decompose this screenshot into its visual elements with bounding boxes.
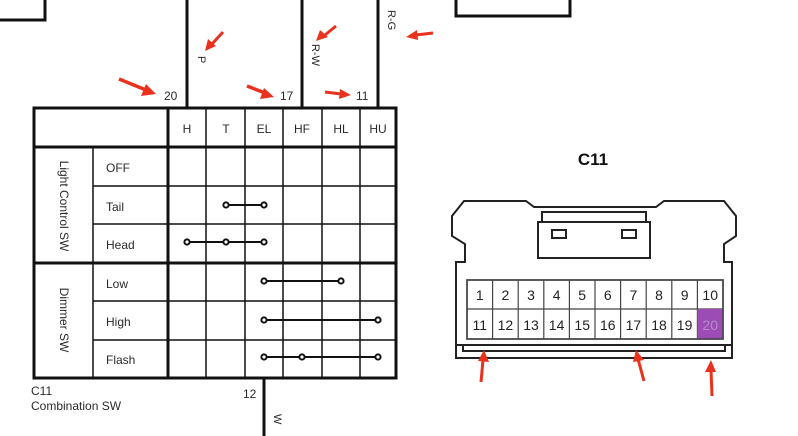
- connector-pin-10: 10: [702, 287, 718, 303]
- column-hl: HL: [333, 122, 349, 136]
- connector-pin-20: 20: [702, 317, 718, 333]
- caption-name: Combination SW: [31, 399, 122, 413]
- arrow-icon: [246, 84, 274, 99]
- connector-pin-12: 12: [498, 317, 514, 333]
- column-h: H: [183, 122, 192, 136]
- arrow-icon: [633, 350, 646, 382]
- wire-color-rw: R-W: [309, 44, 321, 67]
- pin-label-11: 11: [356, 89, 369, 103]
- connector-pin-9: 9: [681, 287, 689, 303]
- partial-box-left: [0, 0, 47, 22]
- connector-pin-7: 7: [630, 287, 638, 303]
- wire-color-w: W: [271, 414, 283, 425]
- connector-outline: [451, 200, 737, 359]
- column-el: EL: [257, 122, 272, 136]
- continuity-marks: [183, 201, 382, 361]
- column-hu: HU: [369, 122, 386, 136]
- connector-pin-4: 4: [553, 287, 561, 303]
- connector-pin-1: 1: [476, 287, 484, 303]
- row-tail: Tail: [106, 200, 124, 214]
- row-high: High: [106, 315, 131, 329]
- partial-box-right: [454, 0, 572, 18]
- connector-pin-19: 19: [677, 317, 693, 333]
- arrow-icon: [205, 30, 225, 51]
- pin-label-17: 17: [280, 89, 294, 103]
- connector-title: C11: [578, 150, 608, 169]
- group-light-control: Light Control SW: [57, 161, 71, 252]
- connector-pin-18: 18: [651, 317, 667, 333]
- connector-pin-16: 16: [600, 317, 616, 333]
- arrow-icon: [406, 30, 434, 40]
- row-low: Low: [106, 277, 128, 291]
- row-head: Head: [106, 238, 135, 252]
- connector-pin-17: 17: [626, 317, 642, 333]
- column-t: T: [222, 122, 230, 136]
- pin-highlight: [697, 309, 723, 339]
- arrow-icon: [478, 350, 489, 383]
- row-off: OFF: [106, 161, 130, 175]
- arrows: [118, 24, 716, 397]
- arrow-icon: [118, 77, 156, 96]
- caption-code: C11: [31, 384, 52, 398]
- connector-pin-14: 14: [549, 317, 565, 333]
- column-hf: HF: [294, 122, 310, 136]
- wire-color-p: P: [195, 56, 207, 63]
- arrow-icon: [316, 24, 337, 41]
- arrow-icon: [324, 89, 351, 99]
- connector-pin-13: 13: [523, 317, 539, 333]
- connector-pin-11: 11: [473, 317, 488, 333]
- wire-color-rg: R-G: [385, 10, 397, 30]
- connector-pin-6: 6: [604, 287, 612, 303]
- connector-pin-3: 3: [527, 287, 535, 303]
- pin-label-12: 12: [243, 387, 257, 401]
- row-flash: Flash: [106, 353, 135, 367]
- connector-pin-15: 15: [574, 317, 590, 333]
- connector-pin-8: 8: [655, 287, 663, 303]
- connector-pins: [466, 279, 724, 340]
- group-dimmer: Dimmer SW: [57, 288, 71, 353]
- arrow-icon: [705, 360, 716, 397]
- pin-label-20: 20: [164, 89, 178, 103]
- connector-pin-2: 2: [502, 287, 510, 303]
- connector-pin-5: 5: [578, 287, 586, 303]
